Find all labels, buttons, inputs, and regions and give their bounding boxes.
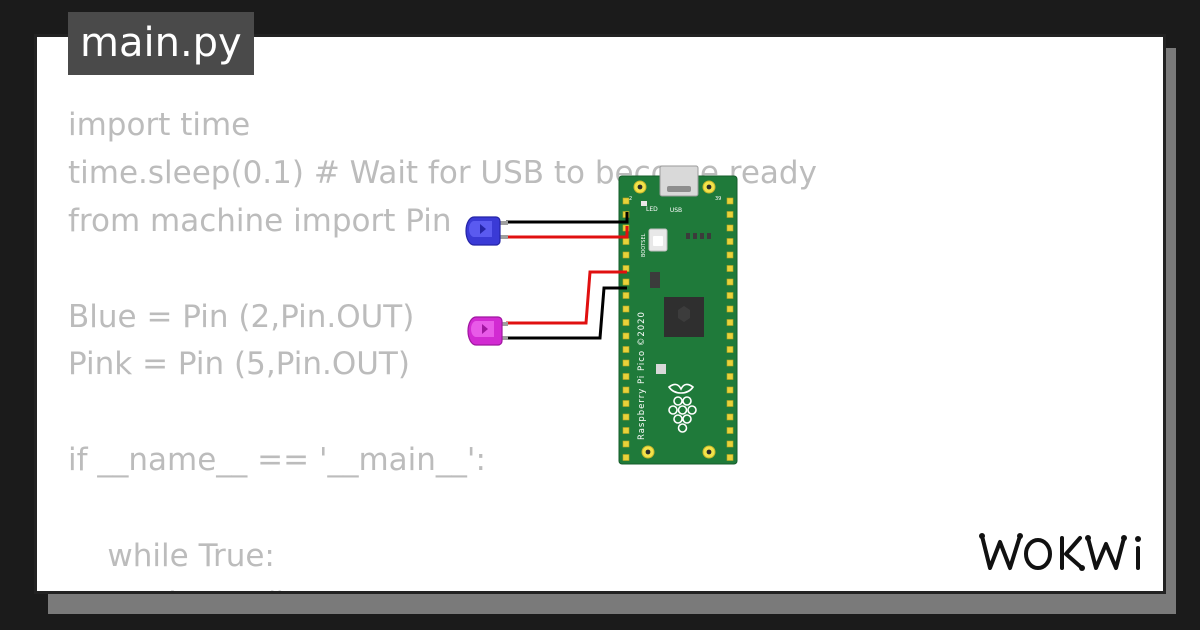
header-pin[interactable] [622,197,630,205]
header-pin[interactable] [726,265,734,272]
regulator-chip [650,272,660,288]
header-pin[interactable] [622,413,630,421]
code-line: import time [68,107,251,143]
onboard-led [641,201,647,206]
pink-led[interactable] [467,316,508,346]
header-pin[interactable] [622,454,630,461]
header-pin[interactable] [726,319,734,326]
board-name-label: Raspberry Pi Pico ©2020 [637,311,647,440]
header-pin[interactable] [622,319,630,326]
header-pin[interactable] [726,224,734,232]
right-pin-header [726,197,734,461]
header-pin[interactable] [622,386,630,394]
header-pin[interactable] [726,386,734,394]
blue-led[interactable] [465,216,508,246]
header-pin[interactable] [726,305,734,313]
pin-label-left: 2 [629,196,632,202]
header-pin[interactable] [726,359,734,367]
header-pin[interactable] [726,197,734,205]
pink-led-ground-wire [506,286,627,340]
header-pin[interactable] [622,373,630,380]
raspberry-logo-icon [667,383,697,433]
header-pin[interactable] [622,400,630,407]
code-line: from machine import Pin [68,202,452,239]
code-line: while True: [68,538,275,575]
header-pin[interactable] [726,373,734,380]
header-pin[interactable] [726,454,734,461]
bootsel-label: BOOTSEL [641,233,647,257]
header-pin[interactable] [726,400,734,407]
pink-led-signal-wire [506,270,627,325]
code-line: time.sleep(0.1) # Wait for USB to become… [68,154,817,191]
header-pin[interactable] [622,305,630,313]
code-line: if __name__ == '__main__': [68,442,486,479]
wokwi-logo [979,533,1141,571]
led-label: LED [646,206,658,213]
code-line: Blue = Pin (2,Pin.OUT) [68,298,415,335]
blue-led-signal-wire [506,226,629,239]
header-pin[interactable] [622,359,630,367]
header-pin[interactable] [622,278,630,286]
file-title: main.py [68,12,254,75]
header-pin[interactable] [622,251,630,259]
code-view: import time time.sleep(0.1) # Wait for US… [68,102,817,591]
header-pin[interactable] [726,251,734,259]
header-pin[interactable] [726,238,734,245]
header-pin[interactable] [726,427,734,434]
header-pin[interactable] [726,278,734,286]
preview-card: import time time.sleep(0.1) # Wait for US… [34,34,1166,594]
header-pin[interactable] [726,346,734,353]
flash-chip [656,364,666,374]
header-pin[interactable] [726,413,734,421]
header-pin[interactable] [622,440,630,448]
code-line: Pink = Pin (5,Pin.OUT) [68,346,410,383]
header-pin[interactable] [622,346,630,353]
header-pin[interactable] [726,292,734,299]
raspberry-pi-pico-board[interactable]: USB LED 2 39 BOOTSEL Raspberry Pi Pico ©… [618,165,738,465]
code-line: Blue.on() [68,581,817,591]
header-pin[interactable] [726,440,734,448]
header-pin[interactable] [726,211,734,218]
header-pin[interactable] [622,427,630,434]
header-pin[interactable] [622,332,630,340]
usb-label: USB [670,207,682,214]
blue-led-ground-wire [506,212,629,224]
header-pin[interactable] [622,292,630,299]
header-pin[interactable] [726,332,734,340]
pin-label-right: 39 [715,196,721,202]
wires [506,212,629,340]
header-pin[interactable] [622,238,630,245]
